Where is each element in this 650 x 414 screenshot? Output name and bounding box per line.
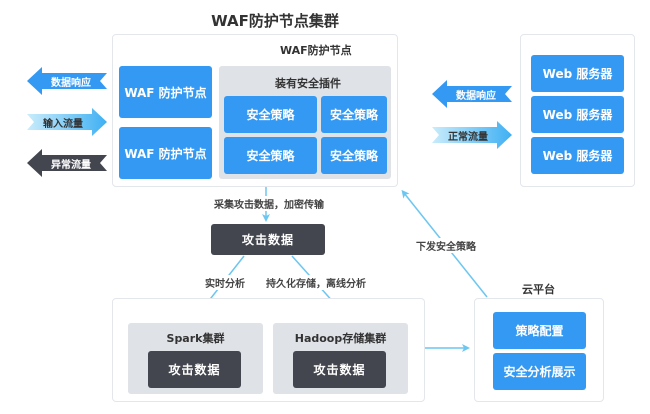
cluster-title: WAF防护节点集群 [211,12,339,30]
hadoop-attack-data[interactable]: 攻击数据 [293,351,386,388]
edge-label-dispatch: 下发安全策略 [416,238,476,253]
cloud-title: 云平台 [522,283,555,296]
web-server[interactable]: Web 服务器 [531,55,624,92]
spark-attack-data[interactable]: 攻击数据 [148,351,241,388]
right-arrow-response [432,80,512,108]
security-policy[interactable]: 安全策略 [321,137,387,174]
left-arrow-abnormal-label: 异常流量 [51,159,91,171]
security-policy[interactable]: 安全策略 [321,96,387,133]
security-policy[interactable]: 安全策略 [224,96,317,133]
web-server[interactable]: Web 服务器 [531,96,624,133]
plugin-group-title: 装有安全插件 [275,77,341,90]
attack-data-node[interactable]: 攻击数据 [211,224,325,255]
left-arrow-input-label: 输入流量 [43,118,83,130]
security-policy[interactable]: 安全策略 [224,137,317,174]
right-arrow-normal-label: 正常流量 [448,131,488,143]
left-arrow-input [27,108,107,136]
waf-node[interactable]: WAF 防护节点 [119,127,212,179]
right-arrow-response-label: 数据响应 [456,90,496,102]
waf-node[interactable]: WAF 防护节点 [119,66,212,118]
edge-label-realtime: 实时分析 [205,275,245,290]
right-arrow-normal [432,121,512,149]
policy-config[interactable]: 策略配置 [493,312,586,349]
left-arrow-response-label: 数据响应 [51,77,91,89]
web-server[interactable]: Web 服务器 [531,137,624,174]
edge-label-persist: 持久化存储，离线分析 [266,275,366,290]
hadoop-cluster-title: Hadoop存储集群 [294,332,387,345]
edge-label-collect: 采集攻击数据，加密传输 [214,196,324,211]
waf-panel-title: WAF防护节点 [280,44,352,57]
left-arrow-response [27,67,107,95]
security-analysis-display[interactable]: 安全分析展示 [493,353,586,390]
left-arrow-abnormal [27,149,107,177]
spark-cluster-title: Spark集群 [166,332,225,345]
